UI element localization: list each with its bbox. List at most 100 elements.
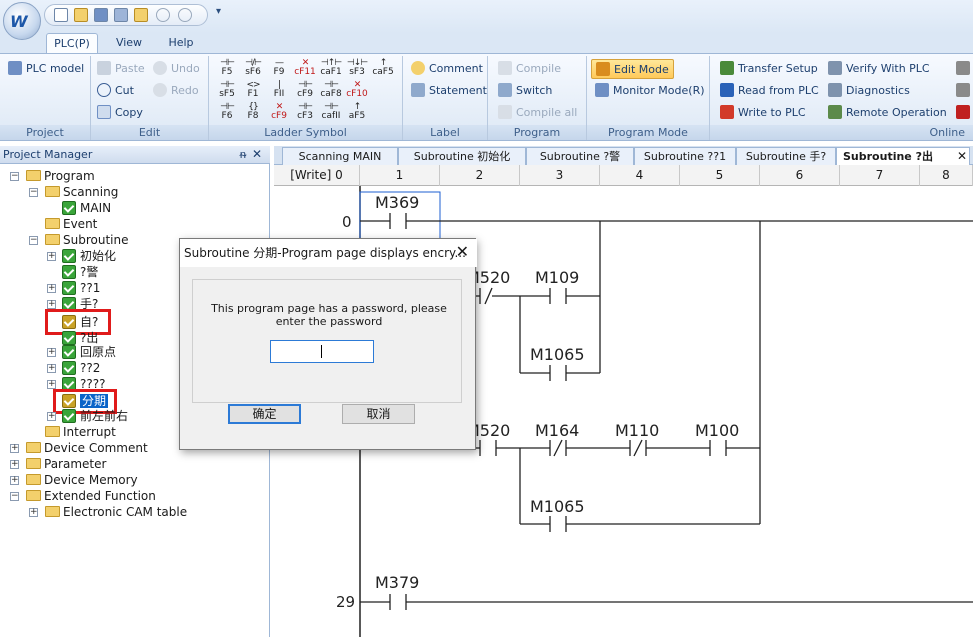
device-label[interactable]: M164: [535, 421, 579, 440]
tree-node-event[interactable]: Event: [45, 216, 97, 232]
tab-view[interactable]: View: [115, 36, 143, 49]
tree-node-sub-3[interactable]: ??1: [62, 280, 100, 296]
redo-icon[interactable]: [178, 8, 192, 22]
device-label[interactable]: M110: [615, 421, 659, 440]
quick-access-dropdown-icon[interactable]: ▾: [216, 6, 222, 17]
device-label[interactable]: M379: [375, 573, 419, 592]
ladder-symbol-pulse-or[interactable]: ⊣⊢cafII: [321, 102, 341, 121]
expander-icon[interactable]: −: [29, 187, 38, 197]
tree-node-sub-1[interactable]: 初始化: [62, 248, 116, 264]
copy-button[interactable]: Copy: [97, 103, 143, 123]
editor-tab-scanning-main[interactable]: Scanning MAIN: [282, 147, 398, 165]
expander-icon[interactable]: +: [47, 379, 56, 389]
app-logo[interactable]: W: [3, 2, 41, 40]
ladder-symbol-delete-vline[interactable]: ✕cF10: [346, 80, 368, 99]
switch-button[interactable]: Switch: [498, 81, 552, 101]
cut-button[interactable]: Cut: [97, 81, 134, 101]
close-icon[interactable]: ✕: [455, 242, 469, 261]
new-file-icon[interactable]: [54, 8, 68, 22]
edit-mode-button[interactable]: Edit Mode: [591, 59, 674, 79]
undo-icon[interactable]: [156, 8, 170, 22]
ladder-symbol-instruction[interactable]: {}F8: [247, 102, 259, 121]
tree-node-sub-10[interactable]: 分期: [62, 393, 109, 409]
tab-help[interactable]: Help: [168, 36, 194, 49]
ladder-symbol-invert[interactable]: ↑caF5: [372, 58, 394, 77]
editor-tab-sub-1[interactable]: Subroutine 初始化: [398, 147, 526, 165]
tree-node-sub-11[interactable]: 前左前右: [62, 408, 128, 424]
compile-button[interactable]: Compile: [498, 59, 561, 79]
project-folder-icon[interactable]: [134, 8, 148, 22]
transfer-setup-button[interactable]: Transfer Setup: [720, 59, 818, 79]
ladder-symbol-pulse[interactable]: ⊣⊢cF3: [297, 102, 313, 121]
expander-icon[interactable]: +: [47, 251, 56, 261]
ladder-symbol-up-arrow[interactable]: ↑aF5: [348, 102, 366, 121]
diagnostics-button[interactable]: Diagnostics: [828, 81, 910, 101]
online-extra-button-2[interactable]: [956, 81, 973, 101]
tree-node-sub-5[interactable]: 自?: [62, 314, 98, 330]
ladder-symbol-or-contact[interactable]: ⊣⊢sF5: [219, 80, 235, 99]
tree-node-sub-7[interactable]: 回原点: [62, 344, 116, 360]
tree-node-main[interactable]: MAIN: [62, 200, 111, 216]
open-folder-icon[interactable]: [74, 8, 88, 22]
device-label[interactable]: M520: [466, 421, 510, 440]
close-icon[interactable]: ✕: [251, 147, 262, 161]
ladder-symbol-or-rising[interactable]: ⊣⊢cF9: [297, 80, 313, 99]
tree-node-subroutine[interactable]: Subroutine: [45, 232, 128, 248]
tree-node-sub-8[interactable]: ??2: [62, 360, 100, 376]
ladder-symbol-rising-edge[interactable]: ⊣↑⊢caF1: [320, 58, 342, 77]
device-label[interactable]: M1065: [530, 345, 585, 364]
cancel-button[interactable]: 取消: [342, 404, 415, 424]
tree-node-sub-2[interactable]: ?警: [62, 264, 98, 280]
pin-icon[interactable]: ᵰ: [239, 148, 246, 161]
expander-icon[interactable]: +: [10, 475, 19, 485]
tree-node-extended-function[interactable]: Extended Function: [26, 488, 156, 504]
ladder-symbol-falling-edge[interactable]: ⊣↓⊢sF3: [346, 58, 368, 77]
expander-icon[interactable]: +: [47, 411, 56, 421]
editor-tab-sub-active[interactable]: Subroutine ?出 ✕: [836, 147, 970, 165]
ladder-symbol-open-contact[interactable]: ⊣⊢F5: [220, 58, 235, 77]
tree-node-electronic-cam[interactable]: Electronic CAM table: [45, 504, 187, 520]
editor-tab-sub-3[interactable]: Subroutine ??1: [634, 147, 736, 165]
expander-icon[interactable]: −: [10, 171, 19, 181]
online-extra-button-1[interactable]: [956, 59, 973, 79]
ladder-symbol-closed-contact[interactable]: ⊣/⊢sF6: [245, 58, 262, 77]
plc-model-button[interactable]: PLC model: [8, 59, 84, 79]
write-to-plc-button[interactable]: Write to PLC: [720, 103, 806, 123]
ladder-symbol-hline[interactable]: —F9: [273, 58, 285, 77]
editor-tab-sub-2[interactable]: Subroutine ?警: [526, 147, 634, 165]
expander-icon[interactable]: −: [29, 235, 38, 245]
editor-tab-sub-4[interactable]: Subroutine 手?: [736, 147, 836, 165]
online-extra-button-3[interactable]: [956, 103, 973, 123]
tree-node-device-comment[interactable]: Device Comment: [26, 440, 148, 456]
expander-icon[interactable]: +: [10, 443, 19, 453]
tree-node-sub-9[interactable]: ????: [62, 376, 105, 392]
comment-button[interactable]: Comment: [411, 59, 483, 79]
tree-node-sub-4[interactable]: 手?: [62, 296, 98, 312]
statement-button[interactable]: Statement: [411, 81, 487, 101]
expander-icon[interactable]: +: [47, 347, 56, 357]
ladder-symbol-delete[interactable]: ✕cF9: [271, 102, 287, 121]
save-icon[interactable]: [94, 8, 108, 22]
password-input[interactable]: [270, 340, 374, 363]
expander-icon[interactable]: +: [47, 363, 56, 373]
expander-icon[interactable]: +: [29, 507, 38, 517]
remote-operation-button[interactable]: Remote Operation: [828, 103, 947, 123]
tree-node-parameter[interactable]: Parameter: [26, 456, 106, 472]
ok-button[interactable]: 确定: [228, 404, 301, 424]
paste-button[interactable]: Paste: [97, 59, 145, 79]
compile-all-button[interactable]: Compile all: [498, 103, 577, 123]
ladder-symbol-or-closed[interactable]: ⊣⊢F6: [220, 102, 235, 121]
verify-with-plc-button[interactable]: Verify With PLC: [828, 59, 930, 79]
tree-node-device-memory[interactable]: Device Memory: [26, 472, 138, 488]
tab-plc[interactable]: PLC(P): [46, 33, 98, 53]
ladder-symbol-delete-hline[interactable]: ✕cF11: [294, 58, 316, 77]
device-label[interactable]: M100: [695, 421, 739, 440]
read-from-plc-button[interactable]: Read from PLC: [720, 81, 819, 101]
ladder-symbol-vline[interactable]: |FII: [273, 80, 285, 99]
device-label[interactable]: M109: [535, 268, 579, 287]
expander-icon[interactable]: −: [10, 491, 19, 501]
device-label[interactable]: M520: [466, 268, 510, 287]
save-as-icon[interactable]: [114, 8, 128, 22]
tree-node-scanning[interactable]: Scanning: [45, 184, 118, 200]
tree-node-program[interactable]: Program: [26, 168, 95, 184]
